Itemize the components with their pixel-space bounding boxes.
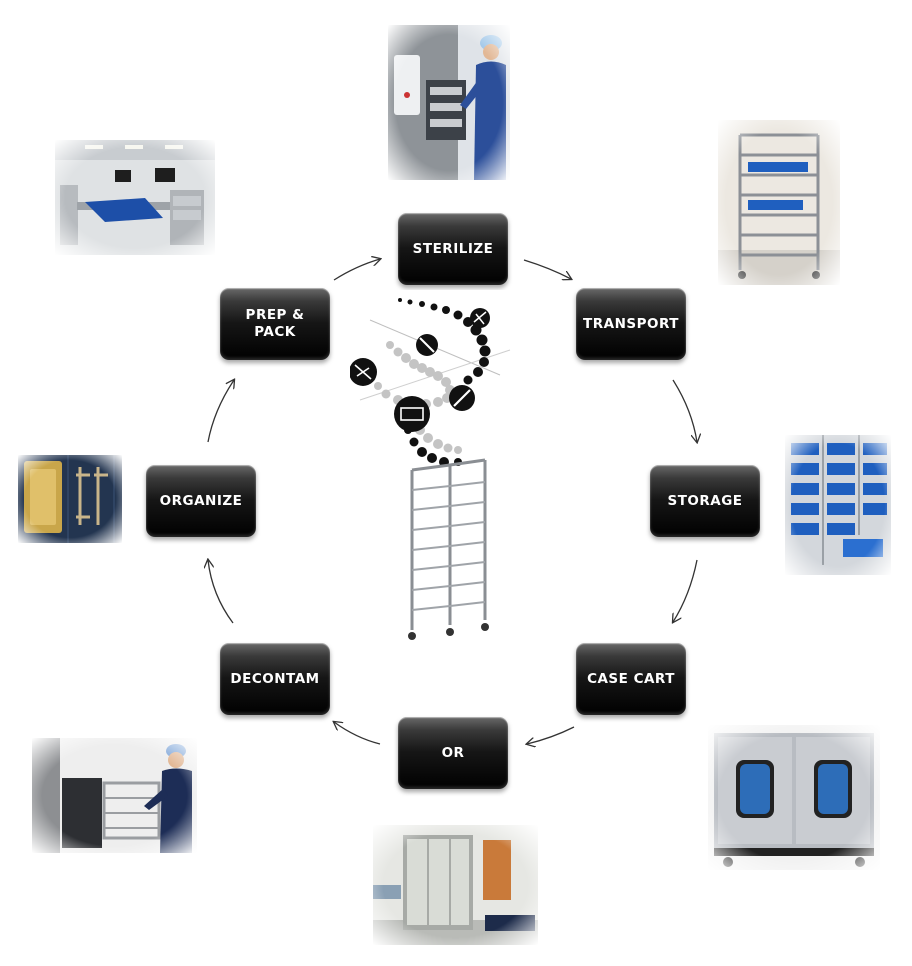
- arrow-casecart-to-or: [527, 726, 575, 744]
- arrow-transport-to-storage: [672, 379, 697, 442]
- step-label: CASE CART: [587, 670, 675, 687]
- step-label: DECONTAM: [230, 670, 320, 687]
- step-organize: ORGANIZE: [146, 465, 256, 537]
- arrow-decontam-to-organize: [208, 560, 234, 624]
- decontam-washer-photo: [32, 738, 197, 853]
- instrument-tray-photo: [18, 455, 122, 543]
- arrow-organize-to-prep: [207, 380, 234, 443]
- operating-room-photo: [373, 825, 538, 945]
- step-label: STORAGE: [667, 492, 743, 509]
- arrow-or-to-decontam: [334, 722, 381, 745]
- step-label: PREP & PACK: [245, 307, 305, 340]
- step-sterilize: STERILIZE: [398, 213, 508, 285]
- storage-shelving-photo: [785, 435, 891, 575]
- step-label: ORGANIZE: [159, 492, 243, 509]
- arrow-storage-to-casecart: [673, 559, 698, 622]
- transport-cart-photo: [718, 120, 840, 285]
- sterilizer-photo: [388, 25, 510, 180]
- case-cart-photo: [708, 725, 880, 870]
- step-storage: STORAGE: [650, 465, 760, 537]
- step-label: STERILIZE: [412, 240, 494, 257]
- step-or: OR: [398, 717, 508, 789]
- step-transport: TRANSPORT: [576, 288, 686, 360]
- prep-pack-room-photo: [55, 140, 215, 255]
- step-label: TRANSPORT: [583, 315, 679, 332]
- arrow-prep-to-sterilize: [333, 259, 380, 281]
- arrow-sterilize-to-transport: [523, 259, 571, 279]
- step-prep-pack: PREP & PACK: [220, 288, 330, 360]
- step-label: OR: [441, 744, 465, 761]
- step-decontam: DECONTAM: [220, 643, 330, 715]
- step-case-cart: CASE CART: [576, 643, 686, 715]
- center-helix-cart-graphic: [349, 290, 525, 650]
